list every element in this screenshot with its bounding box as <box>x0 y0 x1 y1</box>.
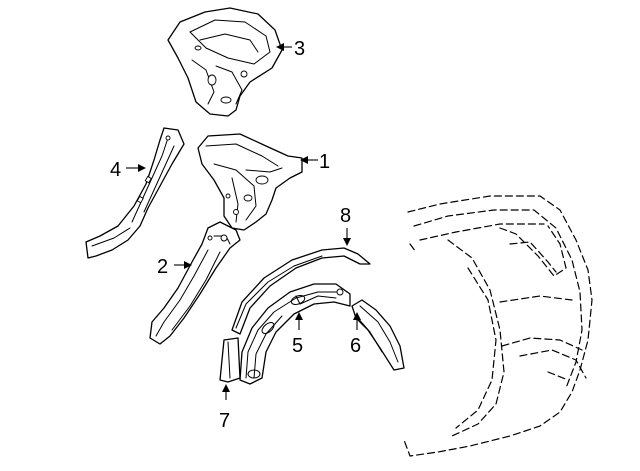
callout-label-8: 8 <box>340 205 351 227</box>
part-8-wheel-arch-molding <box>231 247 371 335</box>
callout-label-6: 6 <box>350 335 361 357</box>
callout-label-4: 4 <box>110 159 121 181</box>
callout-label-3: 3 <box>294 38 305 60</box>
part-6-splash-shield <box>351 299 405 371</box>
part-5-wheelhouse-liner <box>239 283 351 385</box>
callout-label-1: 1 <box>319 151 330 173</box>
part-2-quarter-pillar <box>149 221 241 345</box>
part-3-quarter-inner-upper <box>167 7 283 117</box>
callout-4: 4 <box>110 159 146 181</box>
part-4-pillar-reinforcement <box>85 127 185 259</box>
part-7-trim-piece <box>219 337 241 383</box>
callout-label-7: 7 <box>219 410 230 432</box>
callout-6: 6 <box>350 312 361 357</box>
callout-label-2: 2 <box>157 256 168 278</box>
callout-5: 5 <box>292 312 303 357</box>
callout-label-5: 5 <box>292 335 303 357</box>
callout-3: 3 <box>276 38 305 60</box>
part-1-wheelhouse-inner-upper <box>197 133 303 231</box>
callout-2: 2 <box>157 256 192 278</box>
vehicle-quarter-panel-outline <box>403 195 593 457</box>
callout-8: 8 <box>340 205 351 246</box>
callout-1: 1 <box>300 151 330 173</box>
callout-7: 7 <box>219 384 230 432</box>
